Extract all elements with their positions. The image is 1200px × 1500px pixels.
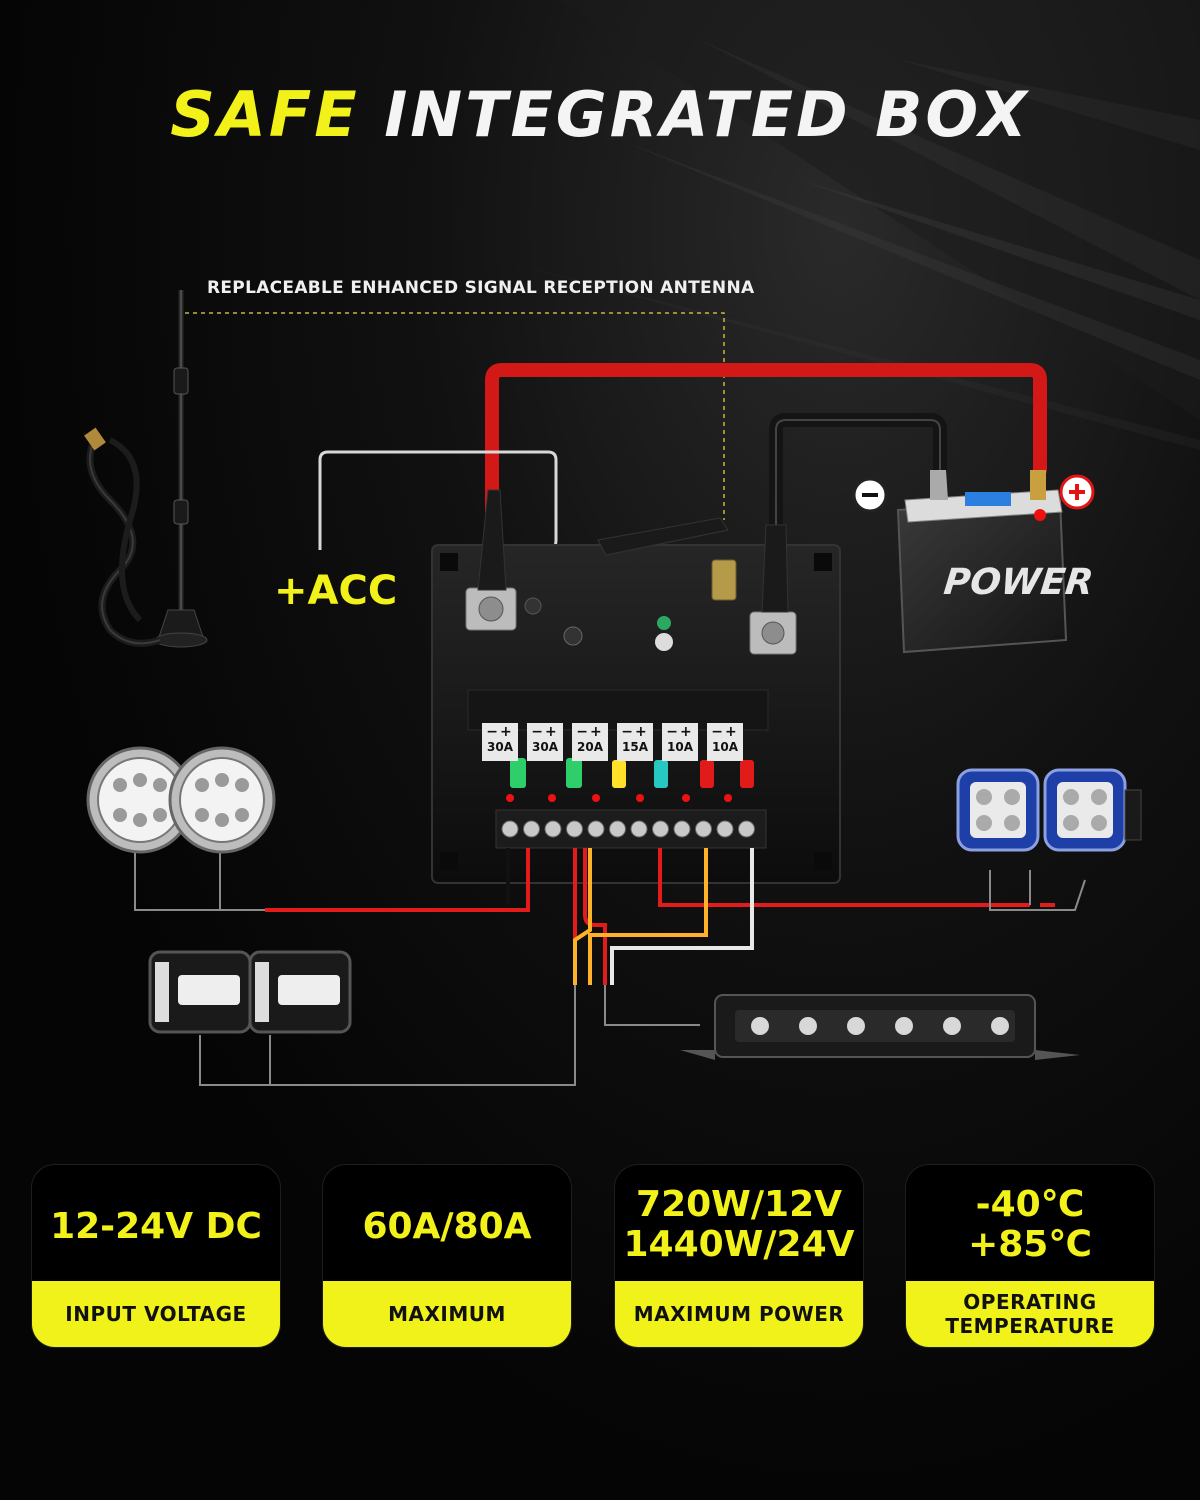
terminal-screw [695,820,712,838]
fuse-rating: 30A [532,740,558,754]
spec-value: 60A/80A [362,1206,532,1247]
red-power-wire [485,363,1047,517]
spec-label: INPUT VOLTAGE [32,1281,280,1347]
fuse-label: −+30A [482,723,518,761]
antenna-icon [84,290,208,648]
spec-label-line: OPERATING [963,1290,1097,1314]
fuse-polarity: −+ [486,724,514,740]
terminal-screw [544,820,562,838]
square-light-icon [148,950,352,1034]
fuse-rating: 15A [622,740,648,754]
output-wires [265,848,1055,985]
battery-label: POWER [941,562,1096,603]
terminal-screw [738,820,755,838]
fuse-label: −+20A [572,723,608,761]
terminal-screw [587,820,605,838]
fuse-polarity: −+ [666,724,694,740]
spec-label: MAXIMUM POWER [615,1281,863,1347]
background-streaks [500,0,1200,450]
antenna-label: REPLACEABLE ENHANCED SIGNAL RECEPTION AN… [207,278,755,298]
fuse-label: −+10A [707,723,743,761]
relay-box-icon [431,489,841,884]
fuse-rating: 30A [487,740,513,754]
terminal-screw [673,820,691,838]
light-bar-icon [680,994,1080,1060]
spec-card: 12-24V DC INPUT VOLTAGE [31,1164,281,1348]
fuse-label: −+15A [617,723,653,761]
spec-value: +85℃ [968,1224,1092,1265]
spec-label-line: MAXIMUM POWER [633,1302,845,1326]
page-title: SAFE INTEGRATED BOX [0,78,1200,151]
terminal-screw [609,820,626,838]
terminal-screw [716,820,734,838]
fuse-label: −+30A [527,723,563,761]
spec-label-line: INPUT VOLTAGE [65,1302,247,1326]
round-light-icon [86,746,276,854]
terminal-screw [630,820,648,838]
spec-label-line: MAXIMUM [388,1302,506,1326]
fuse-rating: 20A [577,740,603,754]
terminal-screw [523,820,540,838]
title-word-safe: SAFE [170,78,360,151]
spec-label: MAXIMUM [323,1281,571,1347]
title-word-integrated-box: INTEGRATED BOX [384,78,1030,151]
terminal-screw [652,820,669,838]
terminal-screw [501,820,519,838]
fuse-rating: 10A [712,740,738,754]
fuse-polarity: −+ [621,724,649,740]
terminal-screw [566,820,583,838]
blue-light-icon [956,768,1142,852]
battery-icon [852,470,1095,654]
spec-card: 60A/80A MAXIMUM [322,1164,572,1348]
acc-label: +ACC [274,568,398,614]
spec-value: 1440W/24V [623,1224,855,1265]
spec-label-line: TEMPERATURE [945,1314,1115,1338]
fuse-rating: 10A [667,740,693,754]
gray-wires [134,850,1086,1086]
spec-value: 720W/12V [636,1184,842,1225]
spec-value: -40℃ [975,1184,1085,1225]
fuse-label: −+10A [662,723,698,761]
antenna-leader-line [185,312,725,520]
fuse-polarity: −+ [711,724,739,740]
spec-value: 12-24V DC [50,1206,262,1247]
fuse-polarity: −+ [576,724,604,740]
fuse-polarity: −+ [531,724,559,740]
